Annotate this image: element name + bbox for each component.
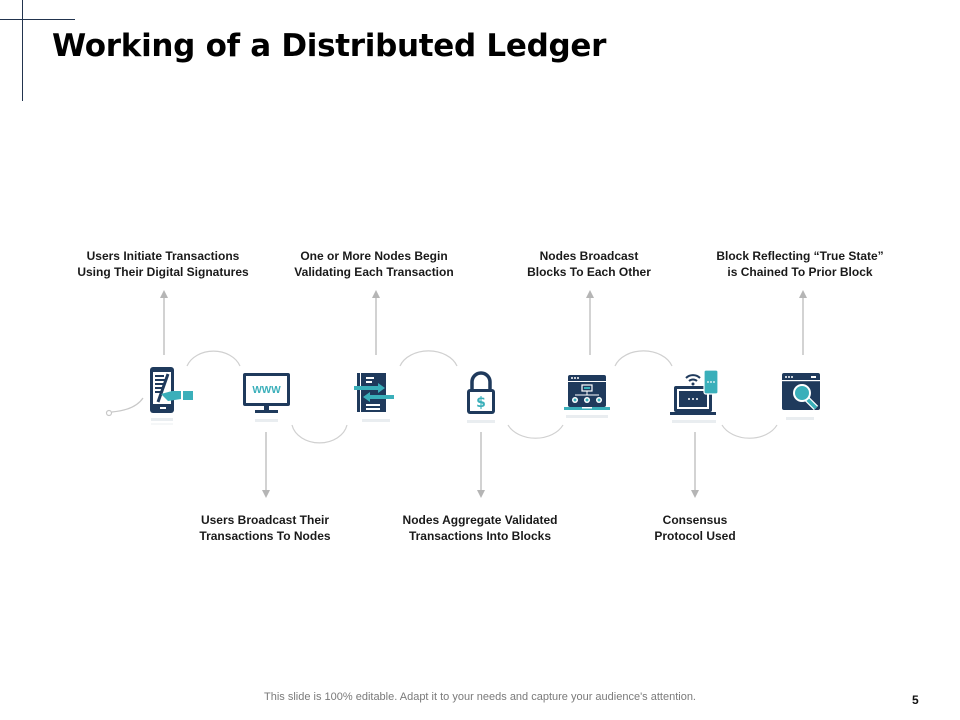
start-node-circle — [105, 409, 113, 417]
footer-note: This slide is 100% editable. Adapt it to… — [0, 691, 960, 703]
arrow-up-step-5 — [586, 290, 594, 355]
step-5-label-line-2: Blocks To Each Other — [527, 265, 651, 279]
start-connector — [111, 397, 144, 413]
step-4-label-line-2: Transactions Into Blocks — [408, 529, 552, 543]
step-1-label-line-2: Using Their Digital Signatures — [77, 265, 249, 279]
dollar-lock-icon: $ — [467, 371, 495, 423]
decorative-horizontal-line — [0, 19, 75, 20]
slide-title: Working of a Distributed Ledger — [52, 28, 607, 64]
arrow-up-step-3 — [372, 290, 380, 355]
step-4-label: Nodes Aggregate Validated Transactions I… — [370, 512, 590, 544]
step-3-label-line-2: Validating Each Transaction — [294, 265, 454, 279]
step-5-label-line-1: Nodes Broadcast — [539, 249, 639, 263]
step-6-label-line-2: Protocol Used — [654, 529, 736, 543]
step-5-label: Nodes Broadcast Blocks To Each Other — [479, 248, 699, 280]
decorative-vertical-line — [22, 0, 23, 101]
step-3-label: One or More Nodes Begin Validating Each … — [264, 248, 484, 280]
step-6-label: Consensus Protocol Used — [585, 512, 805, 544]
network-laptop-icon — [564, 375, 610, 418]
arc-4-5 — [507, 424, 564, 439]
page-number: 5 — [912, 693, 919, 707]
step-6-label-line-1: Consensus — [662, 513, 728, 527]
arrow-down-step-2 — [262, 432, 270, 498]
step-1-label: Users Initiate Transactions Using Their … — [53, 248, 273, 280]
www-monitor-icon: WWW — [243, 373, 290, 422]
step-1-label-line-1: Users Initiate Transactions — [86, 249, 240, 263]
step-7-label: Block Reflecting “True State” is Chained… — [690, 248, 910, 280]
svg-text:WWW: WWW — [252, 385, 281, 396]
arc-2-3 — [291, 424, 348, 444]
step-2-label-line-2: Transactions To Nodes — [199, 529, 331, 543]
arc-3-4 — [399, 350, 458, 367]
arc-6-7 — [721, 424, 778, 439]
browser-search-icon — [782, 373, 820, 420]
arrow-down-step-6 — [691, 432, 699, 498]
step-4-label-line-1: Nodes Aggregate Validated — [402, 513, 558, 527]
footer-note-text: This slide is 100% editable. Adapt it to… — [264, 691, 696, 703]
arrow-up-step-7 — [799, 290, 807, 355]
wifi-laptop-phone-icon — [670, 369, 719, 423]
svg-text:$: $ — [476, 395, 486, 411]
step-3-label-line-1: One or More Nodes Begin — [300, 249, 448, 263]
step-2-label-line-1: Users Broadcast Their — [200, 513, 330, 527]
step-7-label-line-1: Block Reflecting “True State” — [716, 249, 884, 263]
arrow-down-step-4 — [477, 432, 485, 498]
arrow-up-step-1 — [160, 290, 168, 355]
step-7-label-line-2: is Chained To Prior Block — [727, 265, 873, 279]
phone-signature-icon — [150, 367, 193, 425]
arc-1-2 — [186, 350, 241, 367]
document-exchange-icon — [354, 373, 394, 422]
arc-5-6 — [614, 350, 673, 367]
step-2-label: Users Broadcast Their Transactions To No… — [155, 512, 375, 544]
